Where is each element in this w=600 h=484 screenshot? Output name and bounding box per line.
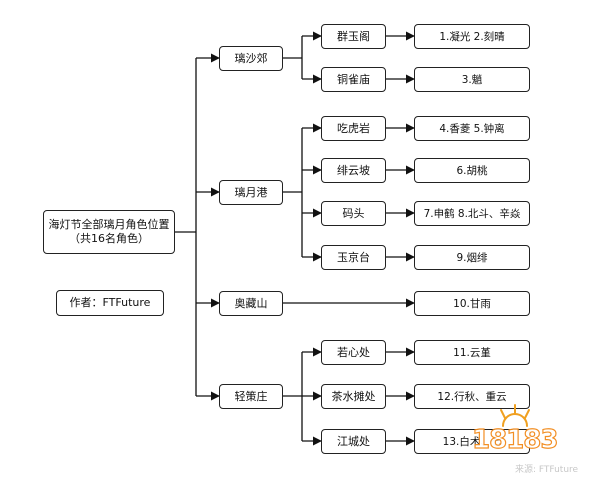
chars-label: 3.魈 bbox=[461, 73, 483, 86]
spot-label: 铜雀庙 bbox=[337, 72, 370, 86]
spot-jiangchengchu: 江城处 bbox=[321, 429, 386, 454]
chars-yujingtai: 9.烟绯 bbox=[414, 245, 530, 270]
spot-label: 江城处 bbox=[337, 434, 370, 448]
spot-feiyunpo: 绯云坡 bbox=[321, 158, 386, 183]
spot-label: 码头 bbox=[342, 206, 365, 220]
spot-label: 吃虎岩 bbox=[337, 121, 370, 135]
spot-qunyuge: 群玉阁 bbox=[321, 24, 386, 49]
chars-feiyunpo: 6.胡桃 bbox=[414, 158, 530, 183]
area-qingcezhuang: 轻策庄 bbox=[219, 384, 283, 409]
chars-label: 4.香菱 5.钟离 bbox=[439, 122, 505, 135]
chars-tongquemiao: 3.魈 bbox=[414, 67, 530, 92]
spot-matou: 码头 bbox=[321, 201, 386, 226]
root-node: 海灯节全部璃月角色位置 （共16名角色） bbox=[43, 210, 175, 254]
root-subtitle: （共16名角色） bbox=[69, 232, 149, 245]
root-title: 海灯节全部璃月角色位置 bbox=[48, 218, 170, 231]
author-node: 作者：FTFuture bbox=[56, 290, 164, 316]
area-label: 璃月港 bbox=[234, 185, 268, 199]
area-lishajiao: 璃沙郊 bbox=[219, 46, 283, 71]
watermark-text: 来源: FTFuture bbox=[515, 465, 579, 475]
spot-chashuitanchu: 茶水摊处 bbox=[321, 384, 386, 409]
chars-jiangchengchu: 13.白术、七 bbox=[414, 429, 530, 454]
spot-label: 玉京台 bbox=[337, 250, 370, 264]
chars-qunyuge: 1.凝光 2.刻晴 bbox=[414, 24, 530, 49]
chars-label: 12.行秋、重云 bbox=[437, 390, 507, 403]
sun-icon bbox=[500, 404, 530, 427]
chars-matou: 7.申鹤 8.北斗、辛焱 bbox=[414, 201, 530, 226]
chars-aozangshan: 10.甘雨 bbox=[414, 291, 530, 316]
chars-chihuyan: 4.香菱 5.钟离 bbox=[414, 116, 530, 141]
chars-ruoxinchu: 11.云堇 bbox=[414, 340, 530, 365]
area-label: 璃沙郊 bbox=[234, 51, 268, 65]
spot-tongquemiao: 铜雀庙 bbox=[321, 67, 386, 92]
chars-label: 11.云堇 bbox=[453, 346, 491, 359]
spot-label: 绯云坡 bbox=[337, 163, 370, 177]
spot-label: 群玉阁 bbox=[337, 29, 370, 43]
spot-chihuyan: 吃虎岩 bbox=[321, 116, 386, 141]
chars-label: 9.烟绯 bbox=[456, 251, 488, 264]
site-logo: 18183 来源: FTFuture bbox=[455, 400, 595, 480]
chars-label: 1.凝光 2.刻晴 bbox=[439, 30, 505, 43]
author-label: 作者：FTFuture bbox=[69, 296, 151, 309]
area-aozangshan: 奥藏山 bbox=[219, 291, 283, 316]
area-label: 轻策庄 bbox=[234, 389, 268, 403]
chars-label: 13.白术、七 bbox=[442, 435, 502, 448]
area-label: 奥藏山 bbox=[234, 296, 268, 310]
spot-label: 茶水摊处 bbox=[331, 389, 376, 403]
logo-text: 18183 bbox=[471, 424, 559, 455]
chars-label: 6.胡桃 bbox=[456, 164, 488, 177]
area-liyuegang: 璃月港 bbox=[219, 180, 283, 205]
spot-ruoxinchu: 若心处 bbox=[321, 340, 386, 365]
spot-yujingtai: 玉京台 bbox=[321, 245, 386, 270]
chars-label: 10.甘雨 bbox=[453, 297, 491, 310]
spot-label: 若心处 bbox=[337, 345, 370, 359]
chars-chashuitanchu: 12.行秋、重云 bbox=[414, 384, 530, 409]
chars-label: 7.申鹤 8.北斗、辛焱 bbox=[423, 207, 521, 220]
